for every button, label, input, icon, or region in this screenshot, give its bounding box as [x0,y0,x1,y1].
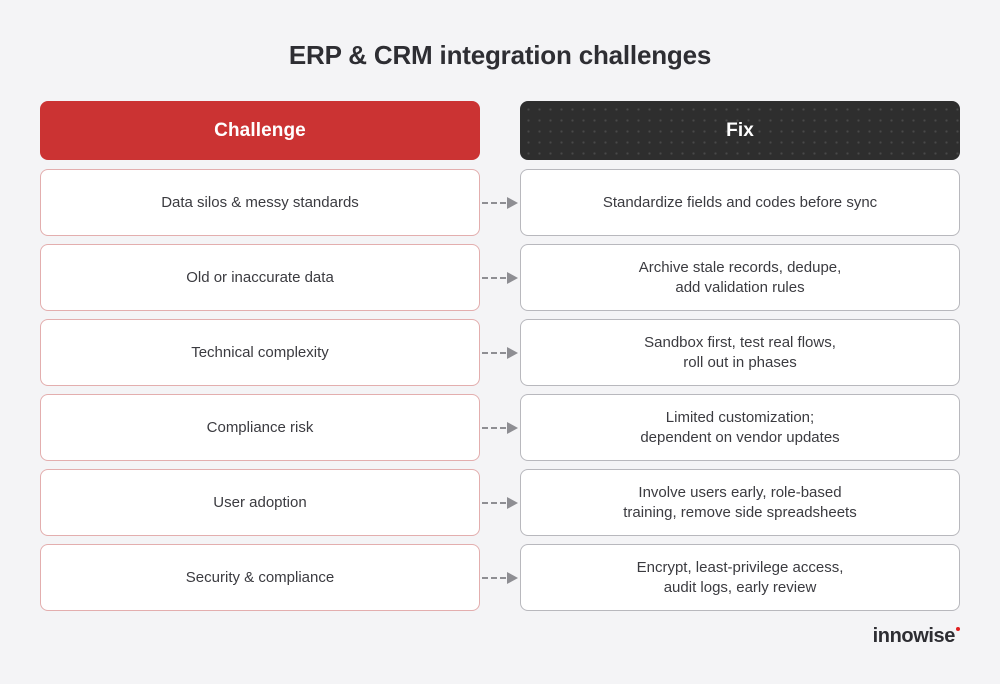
fix-text-line-1: Limited customization; [665,408,815,426]
column-header-challenge: Challenge [40,101,480,160]
fix-cell-wrap: Archive stale records, dedupe, add valida… [520,244,960,311]
challenge-cell-wrap: Compliance risk [40,394,480,461]
challenge-cell[interactable]: Old or inaccurate data [40,244,480,311]
fix-text-line-2: roll out in phases [683,353,797,371]
fix-text-line-2: dependent on vendor updates [640,428,840,446]
brand-logo: innowise [873,625,960,647]
connector-dash [482,426,506,429]
connector-cell [480,469,520,536]
connector-arrowhead [507,571,518,584]
dashed-arrow-right-icon [482,571,518,584]
fix-cell[interactable]: Encrypt, least-privilege access, audit lo… [520,544,960,611]
table-row: User adoption Involve users early, role-b… [40,469,960,536]
fix-text-line-2: audit logs, early review [663,578,817,596]
fix-text-line-2: add validation rules [675,278,805,296]
challenge-cell-wrap: Security & compliance [40,544,480,611]
fix-cell-wrap: Sandbox first, test real flows, roll out … [520,319,960,386]
connector-arrowhead [507,271,518,284]
table-row: Compliance risk Limited customization; dep… [40,394,960,461]
challenge-cell-wrap: User adoption [40,469,480,536]
challenge-text: Compliance risk [206,418,314,436]
challenge-cell-wrap: Old or inaccurate data [40,244,480,311]
fix-cell[interactable]: Standardize fields and codes before sync [520,169,960,236]
fix-text: Involve users early, role-based training,… [623,483,856,523]
fix-text-line-1: Encrypt, least-privilege access, [636,558,844,576]
challenge-text: Security & compliance [185,568,335,586]
fix-text-line-2: training, remove side spreadsheets [623,503,857,521]
challenge-text: Technical complexity [191,343,329,361]
fix-cell[interactable]: Limited customization; dependent on vendo… [520,394,960,461]
fix-text: Limited customization; dependent on vendo… [640,408,839,448]
fix-text: Sandbox first, test real flows, roll out … [644,333,836,373]
table-row: Technical complexity Sandbox first, test … [40,319,960,386]
connector-cell [480,244,520,311]
challenge-cell-wrap: Data silos & messy standards [40,169,480,236]
column-header-fix: Fix [520,101,960,160]
page-title: ERP & CRM integration challenges [288,40,712,70]
fix-cell-wrap: Encrypt, least-privilege access, audit lo… [520,544,960,611]
fix-cell-wrap: Involve users early, role-based training,… [520,469,960,536]
brand-logo-text: innowise [872,625,956,647]
fix-text: Encrypt, least-privilege access, audit lo… [637,558,844,598]
dashed-arrow-right-icon [482,496,518,509]
fix-text-line-1: Standardize fields and codes before sync [602,193,878,211]
challenge-cell[interactable]: Security & compliance [40,544,480,611]
challenge-text: Data silos & messy standards [161,193,359,211]
fix-cell-wrap: Limited customization; dependent on vendo… [520,394,960,461]
dashed-arrow-right-icon [482,346,518,359]
challenge-text: User adoption [213,493,307,511]
dashed-arrow-right-icon [482,196,518,209]
challenge-cell[interactable]: Data silos & messy standards [40,169,480,236]
fix-text-line-1: Involve users early, role-based [638,483,842,501]
connector-arrowhead [507,421,518,434]
fix-cell-wrap: Standardize fields and codes before sync [520,169,960,236]
fix-cell[interactable]: Archive stale records, dedupe, add valida… [520,244,960,311]
header-cell-fix-wrap: Fix [520,101,960,160]
header-connector-spacer [480,101,520,160]
dashed-arrow-right-icon [482,421,518,434]
brand-dot-icon [956,627,960,631]
connector-arrowhead [507,196,518,209]
fix-cell[interactable]: Sandbox first, test real flows, roll out … [520,319,960,386]
challenge-fix-matrix: Challenge Fix Data silos & messy standar… [40,101,960,619]
connector-cell [480,394,520,461]
connector-dash [482,201,506,204]
connector-cell [480,319,520,386]
fix-text: Standardize fields and codes before sync [603,193,877,213]
dashed-arrow-right-icon [482,271,518,284]
challenge-text: Old or inaccurate data [186,268,334,286]
connector-arrowhead [507,496,518,509]
fix-text-line-1: Sandbox first, test real flows, [644,333,836,351]
connector-arrowhead [507,346,518,359]
fix-text: Archive stale records, dedupe, add valida… [639,258,842,298]
table-row: Data silos & messy standards Standardize … [40,169,960,236]
connector-dash [482,576,506,579]
connector-cell [480,544,520,611]
fix-text-line-1: Archive stale records, dedupe, [638,258,842,276]
table-row: Security & compliance Encrypt, least-priv… [40,544,960,611]
connector-dash [482,501,506,504]
connector-dash [482,276,506,279]
matrix-rows: Data silos & messy standards Standardize … [40,169,960,611]
challenge-cell[interactable]: User adoption [40,469,480,536]
connector-dash [482,351,506,354]
header-cell-challenge-wrap: Challenge [40,101,480,160]
table-row: Old or inaccurate data Archive stale reco… [40,244,960,311]
challenge-cell[interactable]: Technical complexity [40,319,480,386]
matrix-header-row: Challenge Fix [40,101,960,160]
challenge-cell[interactable]: Compliance risk [40,394,480,461]
connector-cell [480,169,520,236]
challenge-cell-wrap: Technical complexity [40,319,480,386]
fix-cell[interactable]: Involve users early, role-based training,… [520,469,960,536]
